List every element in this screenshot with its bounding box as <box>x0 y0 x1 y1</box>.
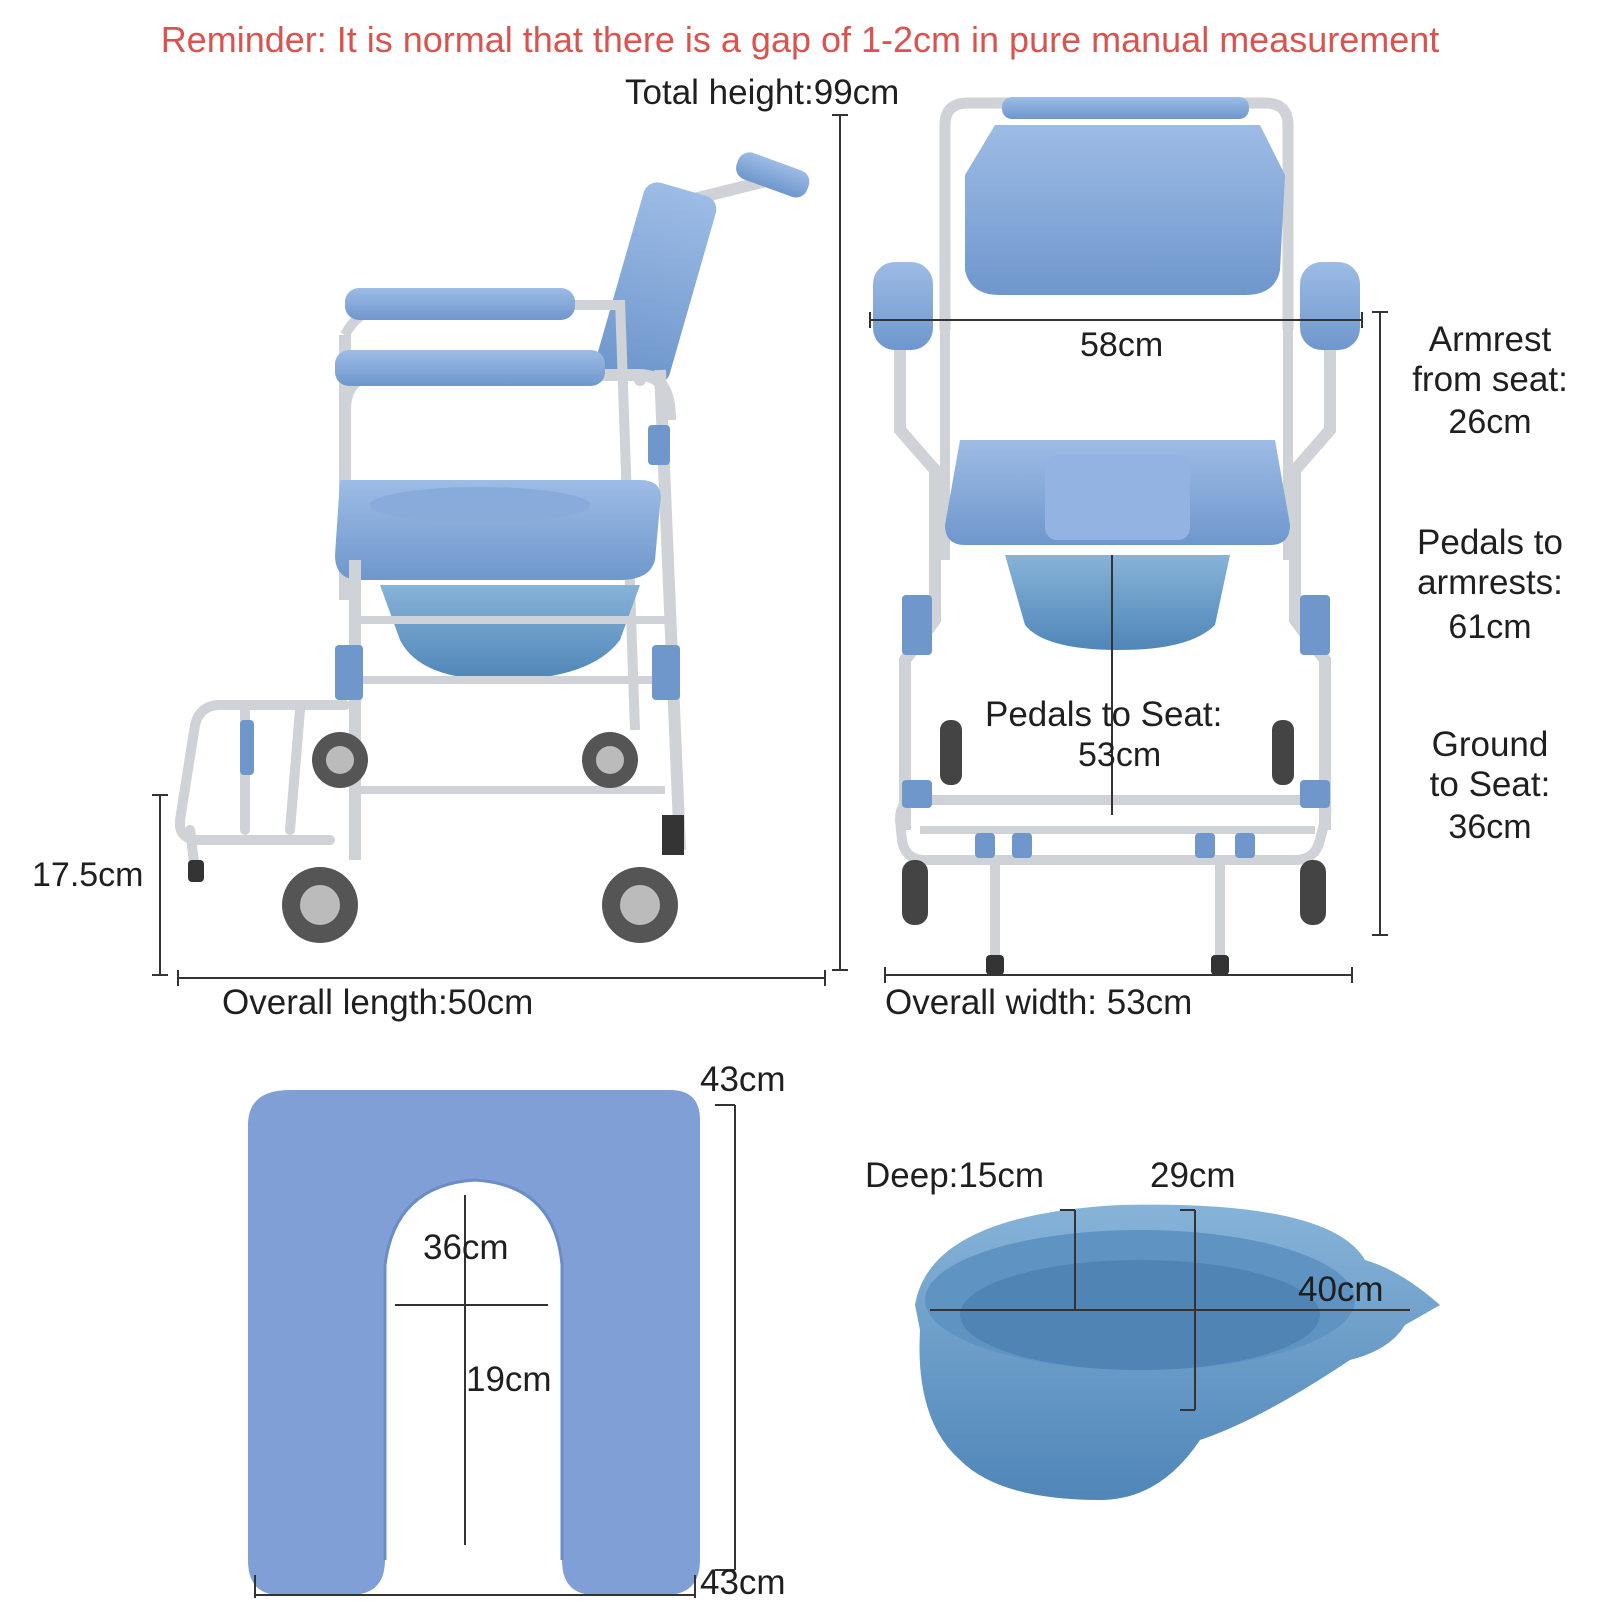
total-height-label: Total height:99cm <box>625 73 900 112</box>
armrest-from-seat-value: 26cm <box>1448 403 1532 441</box>
pedals-to-armrests-line1: Pedals to <box>1417 523 1563 562</box>
commode-bucket <box>915 1204 1440 1500</box>
pedals-to-armrests-value: 61cm <box>1448 608 1532 646</box>
side-view-chair <box>174 152 810 943</box>
armrest-from-seat-line1: Armrest <box>1428 320 1552 359</box>
bucket-deep-label: Deep:15cm <box>865 1156 1044 1195</box>
bucket-length-label: 40cm <box>1298 1270 1384 1309</box>
armrest-from-seat-line2: from seat: <box>1412 360 1568 399</box>
side-wheels <box>282 732 684 943</box>
reminder-text: Reminder: It is normal that there is a g… <box>160 19 1440 60</box>
cushion-dimension-lines <box>254 1104 736 1598</box>
cushion-opening-depth-label: 19cm <box>466 1360 552 1399</box>
bucket-width-label: 29cm <box>1150 1156 1236 1195</box>
front-dimension-lines <box>869 311 1388 983</box>
overall-length-label: Overall length:50cm <box>222 983 534 1022</box>
overall-width-label: Overall width: 53cm <box>885 983 1193 1022</box>
bucket-dimension-lines <box>930 1209 1410 1411</box>
ground-to-seat-value: 36cm <box>1448 808 1532 846</box>
side-dimension-lines <box>152 114 848 986</box>
cushion-height-label: 43cm <box>700 1060 786 1099</box>
pedals-to-armrests-line2: armrests: <box>1417 563 1563 602</box>
pedal-height-label: 17.5cm <box>32 856 144 894</box>
ground-to-seat-line2: to Seat: <box>1429 765 1551 804</box>
cushion-opening-width-label: 36cm <box>423 1228 509 1267</box>
width-58-label: 58cm <box>1080 326 1164 364</box>
pedals-to-seat-line1: Pedals to Seat: <box>985 695 1223 734</box>
front-view-chair <box>873 97 1360 975</box>
cushion-width-label: 43cm <box>700 1563 786 1602</box>
pedals-to-seat-value: 53cm <box>1078 736 1162 774</box>
seat-cushion <box>248 1090 700 1595</box>
ground-to-seat-line1: Ground <box>1431 725 1549 764</box>
